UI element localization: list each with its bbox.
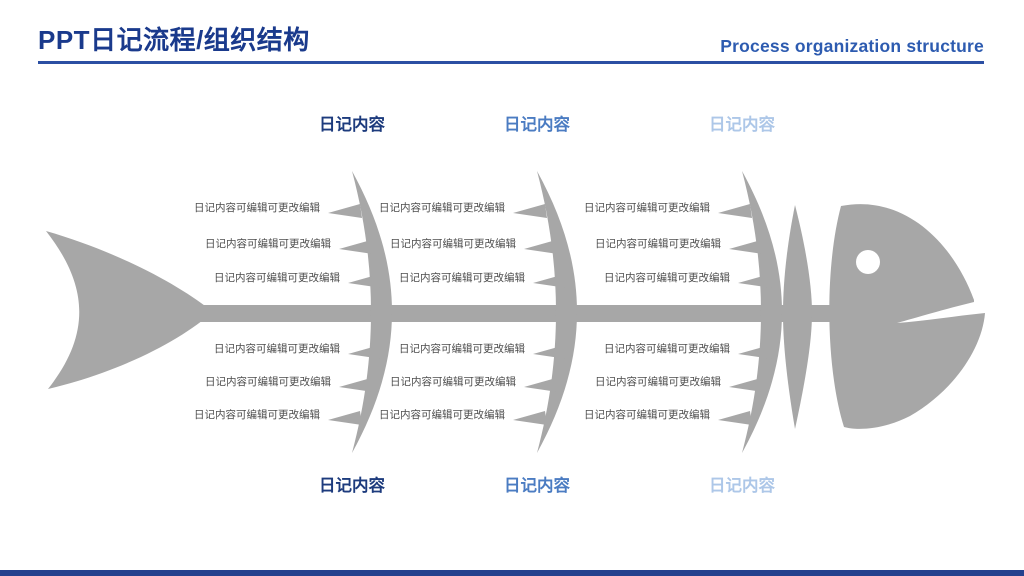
fishbone-barb-icon bbox=[533, 345, 567, 359]
rib-text-label: 日记内容可编辑可更改编辑 bbox=[205, 237, 331, 250]
branch-label-top-1: 日记内容 bbox=[319, 114, 386, 134]
fishbone-barb-icon bbox=[524, 378, 558, 392]
slide-header: PPT日记流程/组织结构 Process organization struct… bbox=[0, 0, 1024, 70]
fishbone-barb-icon bbox=[533, 274, 567, 288]
fishbone-barb-icon bbox=[729, 240, 763, 254]
fishbone-barb-icon bbox=[339, 378, 373, 392]
rib-text-label: 日记内容可编辑可更改编辑 bbox=[194, 408, 320, 421]
fishbone-rib-bone bbox=[352, 171, 392, 453]
rib-text-label: 日记内容可编辑可更改编辑 bbox=[214, 342, 340, 355]
rib-text-label: 日记内容可编辑可更改编辑 bbox=[194, 201, 320, 214]
rib-text-label: 日记内容可编辑可更改编辑 bbox=[595, 375, 721, 388]
rib-text-label: 日记内容可编辑可更改编辑 bbox=[584, 408, 710, 421]
branch-label-bottom-1: 日记内容 bbox=[319, 475, 386, 495]
rib-text-label: 日记内容可编辑可更改编辑 bbox=[595, 237, 721, 250]
rib-text-label: 日记内容可编辑可更改编辑 bbox=[604, 342, 730, 355]
rib-text-label: 日记内容可编辑可更改编辑 bbox=[205, 375, 331, 388]
fishbone-barb-icon bbox=[738, 345, 772, 359]
rib-text-label: 日记内容可编辑可更改编辑 bbox=[399, 271, 525, 284]
fish-gill-icon bbox=[783, 205, 812, 429]
rib-text-label: 日记内容可编辑可更改编辑 bbox=[604, 271, 730, 284]
fishbone-barb-icon bbox=[718, 204, 752, 218]
fish-tail-icon bbox=[46, 231, 213, 389]
rib-text-label: 日记内容可编辑可更改编辑 bbox=[399, 342, 525, 355]
rib-text-label: 日记内容可编辑可更改编辑 bbox=[214, 271, 340, 284]
fishbone-barb-icon bbox=[729, 378, 763, 392]
fishbone-barb-icon bbox=[718, 411, 752, 425]
fishbone-barb-icon bbox=[513, 411, 547, 425]
footer-accent-bar bbox=[0, 570, 1024, 576]
header-divider bbox=[38, 61, 984, 64]
fishbone-barb-icon bbox=[348, 274, 382, 288]
slide-title: PPT日记流程/组织结构 bbox=[38, 25, 310, 55]
rib-text-label: 日记内容可编辑可更改编辑 bbox=[379, 408, 505, 421]
rib-text-label: 日记内容可编辑可更改编辑 bbox=[390, 237, 516, 250]
fishbone-rib-bone bbox=[537, 171, 577, 453]
rib-text-label: 日记内容可编辑可更改编辑 bbox=[390, 375, 516, 388]
fishbone-barb-icon bbox=[524, 240, 558, 254]
fish-spine bbox=[200, 305, 850, 322]
fishbone-barb-icon bbox=[328, 411, 362, 425]
fishbone-barb-icon bbox=[348, 345, 382, 359]
slide-subtitle: Process organization structure bbox=[720, 36, 984, 56]
fishbone-barb-icon bbox=[738, 274, 772, 288]
fishbone-barb-icon bbox=[339, 240, 373, 254]
branch-label-top-3: 日记内容 bbox=[709, 114, 776, 134]
fishbone-rib-bone bbox=[742, 171, 782, 453]
fish-eye-icon bbox=[856, 250, 880, 274]
branch-label-bottom-2: 日记内容 bbox=[504, 475, 571, 495]
branch-label-top-2: 日记内容 bbox=[504, 114, 571, 134]
rib-text-label: 日记内容可编辑可更改编辑 bbox=[584, 201, 710, 214]
fishbone-barb-icon bbox=[328, 204, 362, 218]
rib-text-label: 日记内容可编辑可更改编辑 bbox=[379, 201, 505, 214]
fishbone-barb-icon bbox=[513, 204, 547, 218]
branch-label-bottom-3: 日记内容 bbox=[709, 475, 776, 495]
fish-head-icon bbox=[829, 204, 985, 429]
